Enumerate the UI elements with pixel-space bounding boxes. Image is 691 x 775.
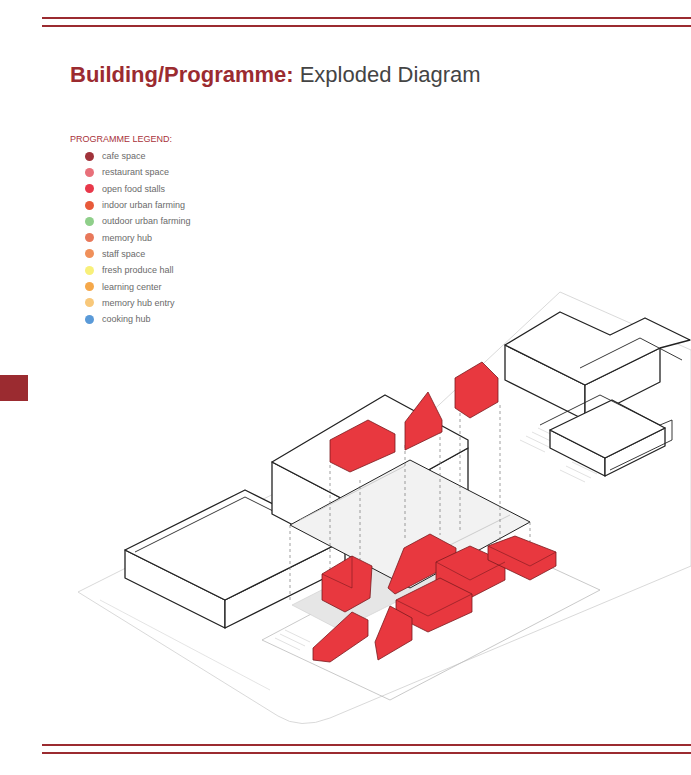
legend-row: open food stalls bbox=[70, 181, 191, 197]
legend-swatch bbox=[85, 298, 94, 307]
legend-row: memory hub bbox=[70, 229, 191, 245]
legend-swatch bbox=[85, 249, 94, 258]
legend-swatch bbox=[85, 266, 94, 275]
legend-row: fresh produce hall bbox=[70, 262, 191, 278]
legend-box: PROGRAMME LEGEND: cafe space restaurant sp… bbox=[70, 134, 191, 327]
legend-text: cafe space bbox=[102, 151, 146, 161]
legend-text: cooking hub bbox=[102, 314, 151, 324]
legend-text: indoor urban farming bbox=[102, 200, 185, 210]
legend-row: cooking hub bbox=[70, 311, 191, 327]
title-row: Building/Programme:Exploded Diagram bbox=[70, 62, 481, 88]
legend-row: memory hub entry bbox=[70, 295, 191, 311]
title-subtitle: Exploded Diagram bbox=[300, 62, 481, 88]
legend-row: indoor urban farming bbox=[70, 197, 191, 213]
legend-swatch bbox=[85, 233, 94, 242]
legend-text: open food stalls bbox=[102, 184, 165, 194]
legend-swatch bbox=[85, 184, 94, 193]
title-bold: Building/Programme: bbox=[70, 62, 294, 88]
legend-swatch bbox=[85, 201, 94, 210]
legend-text: memory hub bbox=[102, 233, 152, 243]
legend-swatch bbox=[85, 168, 94, 177]
legend-row: outdoor urban farming bbox=[70, 213, 191, 229]
legend-row: learning center bbox=[70, 278, 191, 294]
legend-row: staff space bbox=[70, 246, 191, 262]
legend-text: staff space bbox=[102, 249, 145, 259]
legend-text: memory hub entry bbox=[102, 298, 175, 308]
legend-swatch bbox=[85, 282, 94, 291]
legend-text: learning center bbox=[102, 282, 162, 292]
legend-text: restaurant space bbox=[102, 167, 169, 177]
legend-swatch bbox=[85, 217, 94, 226]
legend-swatch bbox=[85, 315, 94, 324]
legend-heading: PROGRAMME LEGEND: bbox=[70, 134, 191, 144]
legend-row: restaurant space bbox=[70, 164, 191, 180]
legend-swatch bbox=[85, 152, 94, 161]
legend-text: outdoor urban farming bbox=[102, 216, 191, 226]
legend-text: fresh produce hall bbox=[102, 265, 174, 275]
legend-row: cafe space bbox=[70, 148, 191, 164]
